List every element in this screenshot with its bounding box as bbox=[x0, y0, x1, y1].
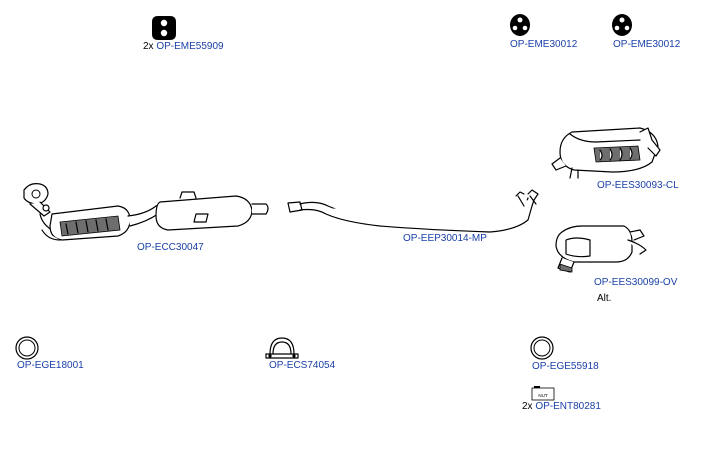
part-label-catalytic[interactable]: OP-ECC30047 bbox=[137, 242, 204, 254]
part-code-link[interactable]: OP-EES30099-OV bbox=[594, 277, 678, 288]
rubber-hanger-icon[interactable] bbox=[152, 16, 176, 40]
part-code-link[interactable]: OP-ENT80281 bbox=[535, 401, 601, 412]
rear-silencer-icon[interactable] bbox=[555, 225, 647, 273]
part-label-rear-silencer-cl[interactable]: OP-EES30093-CL bbox=[597, 180, 679, 192]
gasket-ring-icon[interactable] bbox=[15, 336, 39, 360]
part-code-link[interactable]: OP-EME30012 bbox=[613, 39, 681, 50]
rear-silencer-icon[interactable] bbox=[551, 127, 661, 179]
part-code-link[interactable]: OP-EEP30014-MP bbox=[403, 233, 487, 244]
pipe-clamp-icon[interactable] bbox=[265, 337, 299, 359]
alt-note: Alt. bbox=[597, 293, 612, 304]
rubber-hanger-icon[interactable] bbox=[510, 14, 530, 36]
part-code-link[interactable]: OP-EGE18001 bbox=[17, 360, 84, 371]
part-label-rear-silencer-ov[interactable]: OP-EES30099-OV bbox=[594, 277, 677, 289]
part-label-hanger2[interactable]: OP-EME30012 bbox=[510, 39, 577, 51]
part-label-nut[interactable]: 2x OP-ENT80281 bbox=[522, 401, 601, 413]
part-code-link[interactable]: OP-ECS74054 bbox=[269, 360, 336, 371]
part-code-link[interactable]: OP-EME55909 bbox=[156, 41, 224, 52]
gasket-ring-icon[interactable] bbox=[530, 336, 554, 360]
nut-box-label: NUT bbox=[538, 393, 547, 398]
part-label-hanger1[interactable]: 2x OP-EME55909 bbox=[143, 41, 224, 53]
part-code-link[interactable]: OP-ECC30047 bbox=[137, 242, 204, 253]
part-qty: 2x bbox=[143, 41, 154, 52]
part-label-hanger3[interactable]: OP-EME30012 bbox=[613, 39, 680, 51]
rubber-hanger-icon[interactable] bbox=[612, 14, 632, 36]
part-label-clamp[interactable]: OP-ECS74054 bbox=[269, 360, 335, 372]
catalytic-converter-icon[interactable] bbox=[23, 183, 269, 241]
nut-icon[interactable]: NUT bbox=[531, 386, 555, 401]
part-label-middle-pipe[interactable]: OP-EEP30014-MP bbox=[403, 233, 487, 245]
part-code-link[interactable]: OP-EES30093-CL bbox=[597, 180, 679, 191]
part-label-gasket1[interactable]: OP-EGE18001 bbox=[17, 360, 84, 372]
part-qty: 2x bbox=[522, 401, 533, 412]
part-code-link[interactable]: OP-EGE55918 bbox=[532, 361, 599, 372]
part-label-gasket2[interactable]: OP-EGE55918 bbox=[532, 361, 599, 373]
part-code-link[interactable]: OP-EME30012 bbox=[510, 39, 578, 50]
middle-pipe-icon[interactable] bbox=[287, 189, 539, 233]
